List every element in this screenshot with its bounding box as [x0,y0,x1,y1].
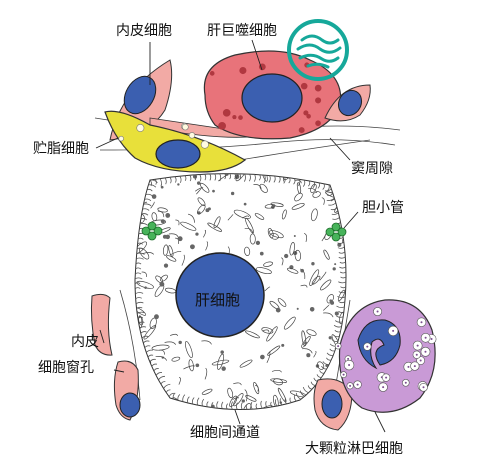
endothelial-cell-right [324,84,371,122]
leader-lines [95,39,386,433]
label-large-granular-lymphocyte: 大颗粒淋巴细胞 [305,441,403,457]
label-hepatocyte: 肝细胞 [195,291,241,309]
label-fat-storing-cell: 贮脂细胞 [33,141,89,157]
label-intercellular-channel: 细胞间通道 [190,425,260,441]
hepatocyte [134,173,347,410]
label-fenestra: 细胞窗孔 [38,360,94,376]
fat-storing-cell [104,110,247,173]
label-endothelium: 内皮 [71,334,99,350]
bile-canaliculus-left [141,221,163,241]
endothelium-lower-left [90,293,141,421]
kupffer-cell [203,50,342,140]
endothelium-lower-right [313,378,353,431]
microvilli [134,173,347,410]
logo-icon [287,19,349,81]
bile-canaliculus-right [325,222,347,242]
label-endothelial-cell: 内皮细胞 [116,23,172,39]
hepatocyte-nucleus [175,252,265,338]
label-space-of-disse: 窦周隙 [351,161,393,177]
large-granular-lymphocyte [334,299,437,413]
label-kupffer-cell: 肝巨噬细胞 [207,23,277,39]
label-bile-canaliculus: 胆小管 [362,200,404,216]
